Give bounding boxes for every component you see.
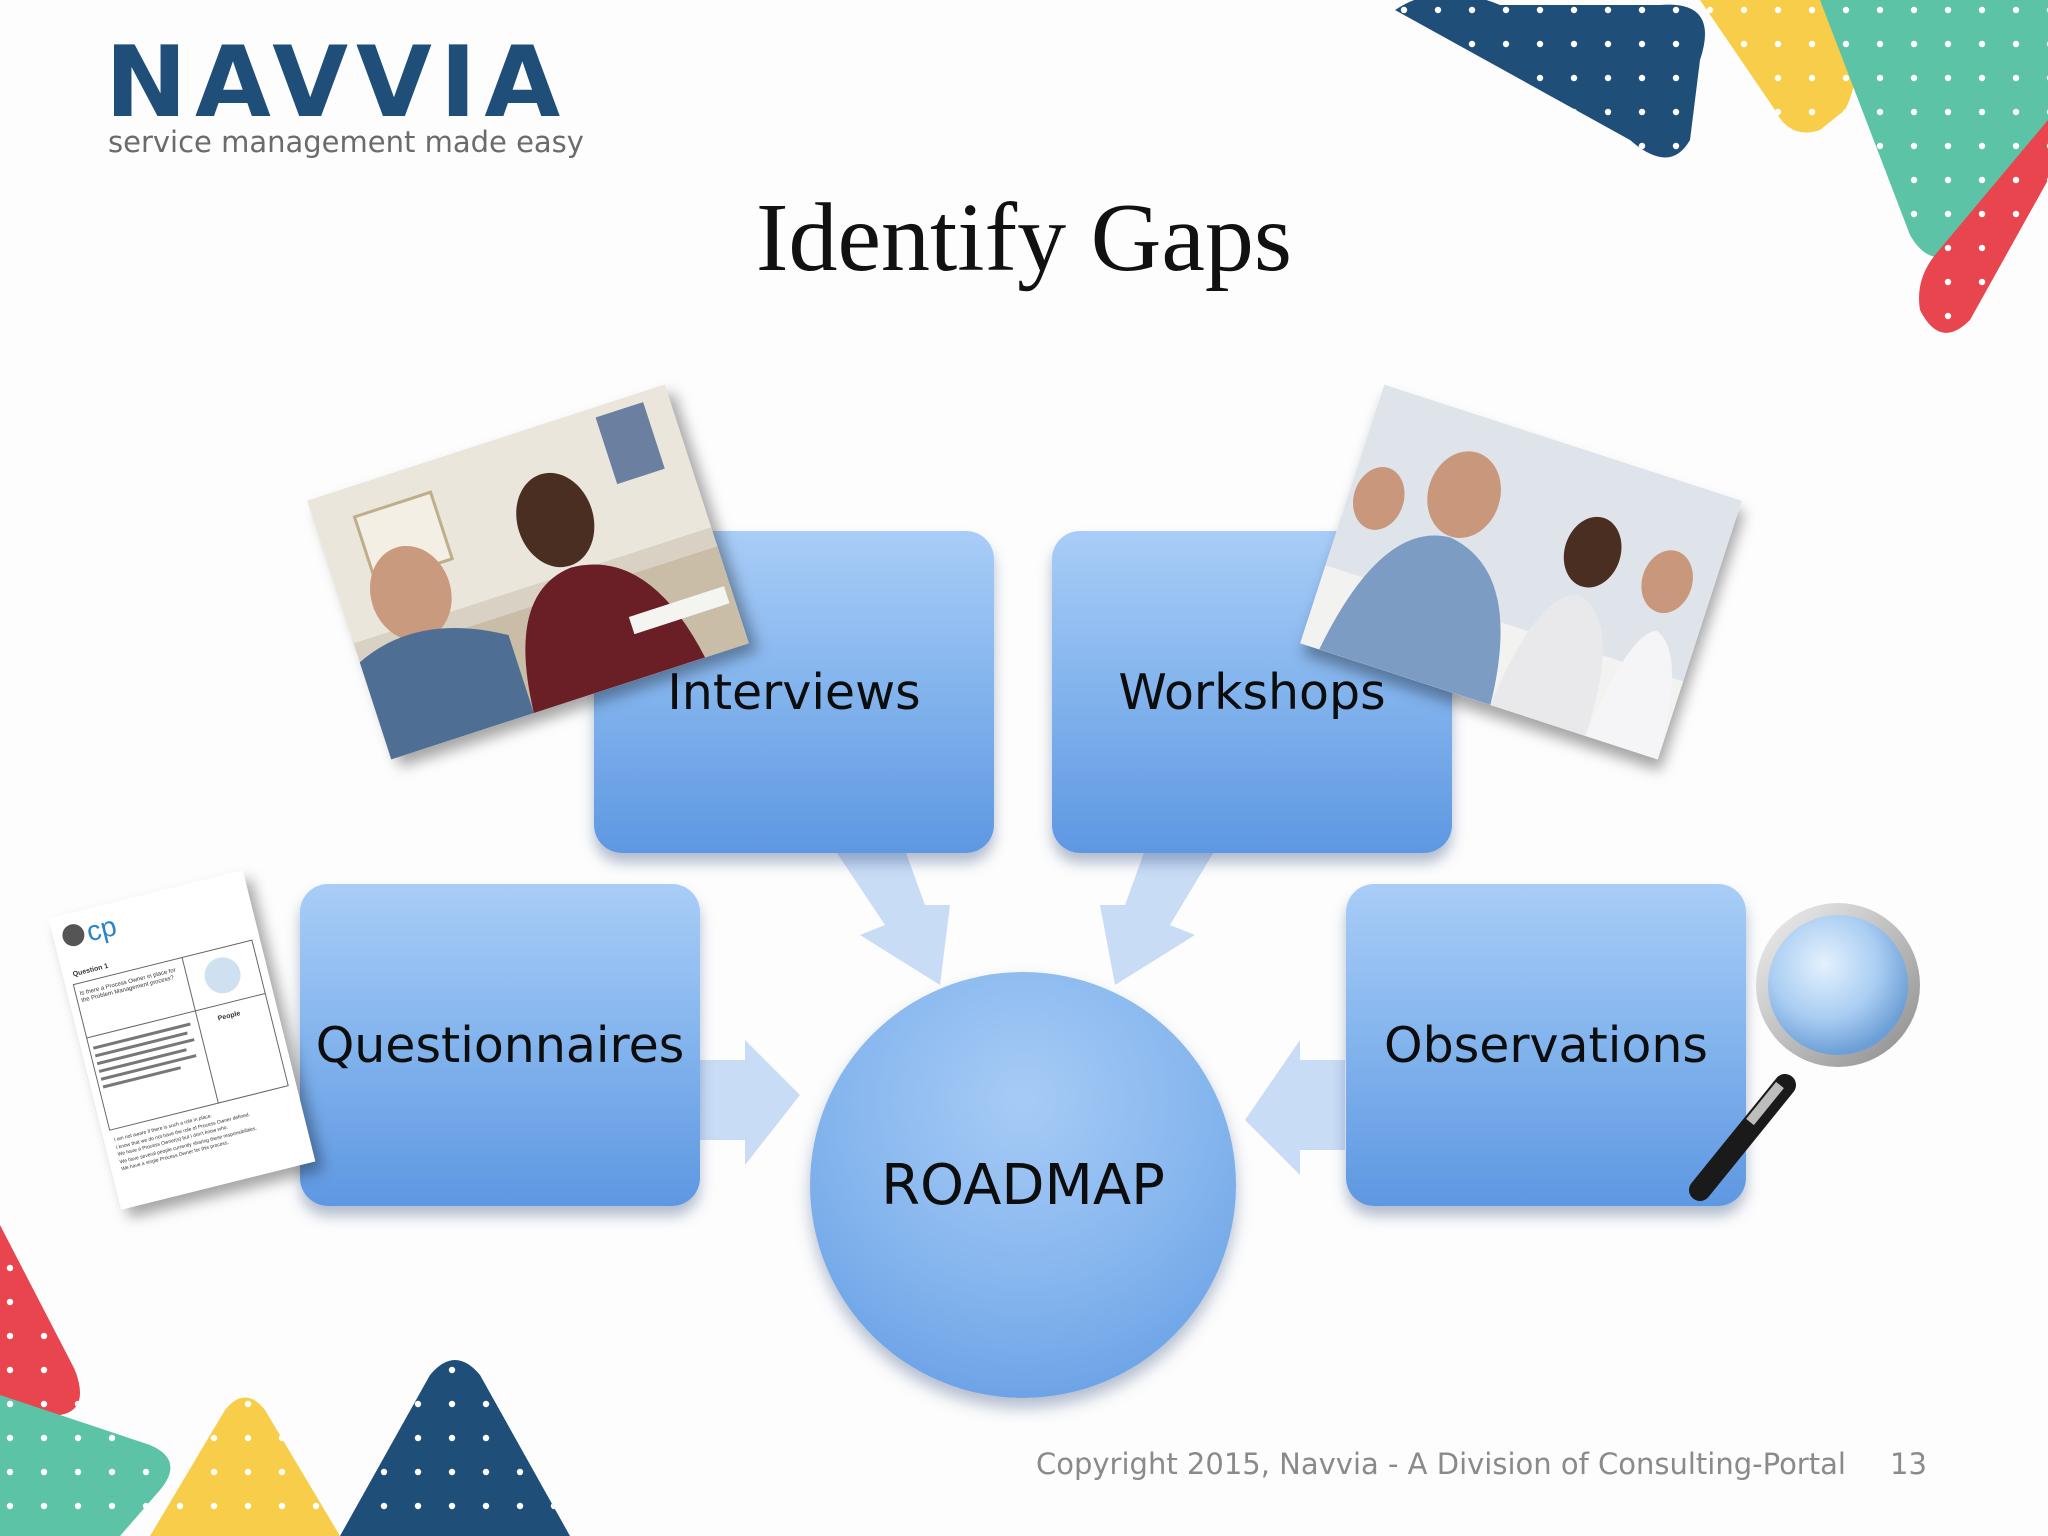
arrow-interviews [835, 850, 950, 985]
doc-brand: cp [83, 910, 119, 947]
flow-arrows [700, 850, 1345, 1175]
interview-photo [307, 384, 749, 760]
page-number: 13 [1890, 1447, 1927, 1481]
magnifying-glass-icon [1689, 903, 1920, 1201]
workshop-photo [1300, 384, 1742, 760]
slide-title: Identify Gaps [755, 184, 1293, 292]
box-label-interviews: Interviews [667, 663, 921, 721]
footer-copyright: Copyright 2015, Navvia - A Division of C… [1036, 1447, 1846, 1481]
roadmap-circle: ROADMAP [810, 972, 1236, 1398]
box-label-workshops: Workshops [1118, 663, 1386, 721]
document-graphic: cp Question 1 Is there a Process Owner i… [48, 870, 316, 1210]
logo-tagline: service management made easy [108, 125, 584, 159]
questionnaire-document: cp Question 1 Is there a Process Owner i… [48, 870, 316, 1210]
box-observations: Observations [1346, 884, 1746, 1206]
bottom-left-shapes [0, 1225, 570, 1536]
navvia-logo: NAVVIA [105, 26, 569, 140]
top-right-shapes [1395, 0, 2048, 333]
box-label-questionnaires: Questionnaires [315, 1016, 685, 1074]
box-questionnaires: Questionnaires [300, 884, 700, 1206]
roadmap-label: ROADMAP [881, 1152, 1165, 1218]
box-label-observations: Observations [1384, 1016, 1708, 1074]
